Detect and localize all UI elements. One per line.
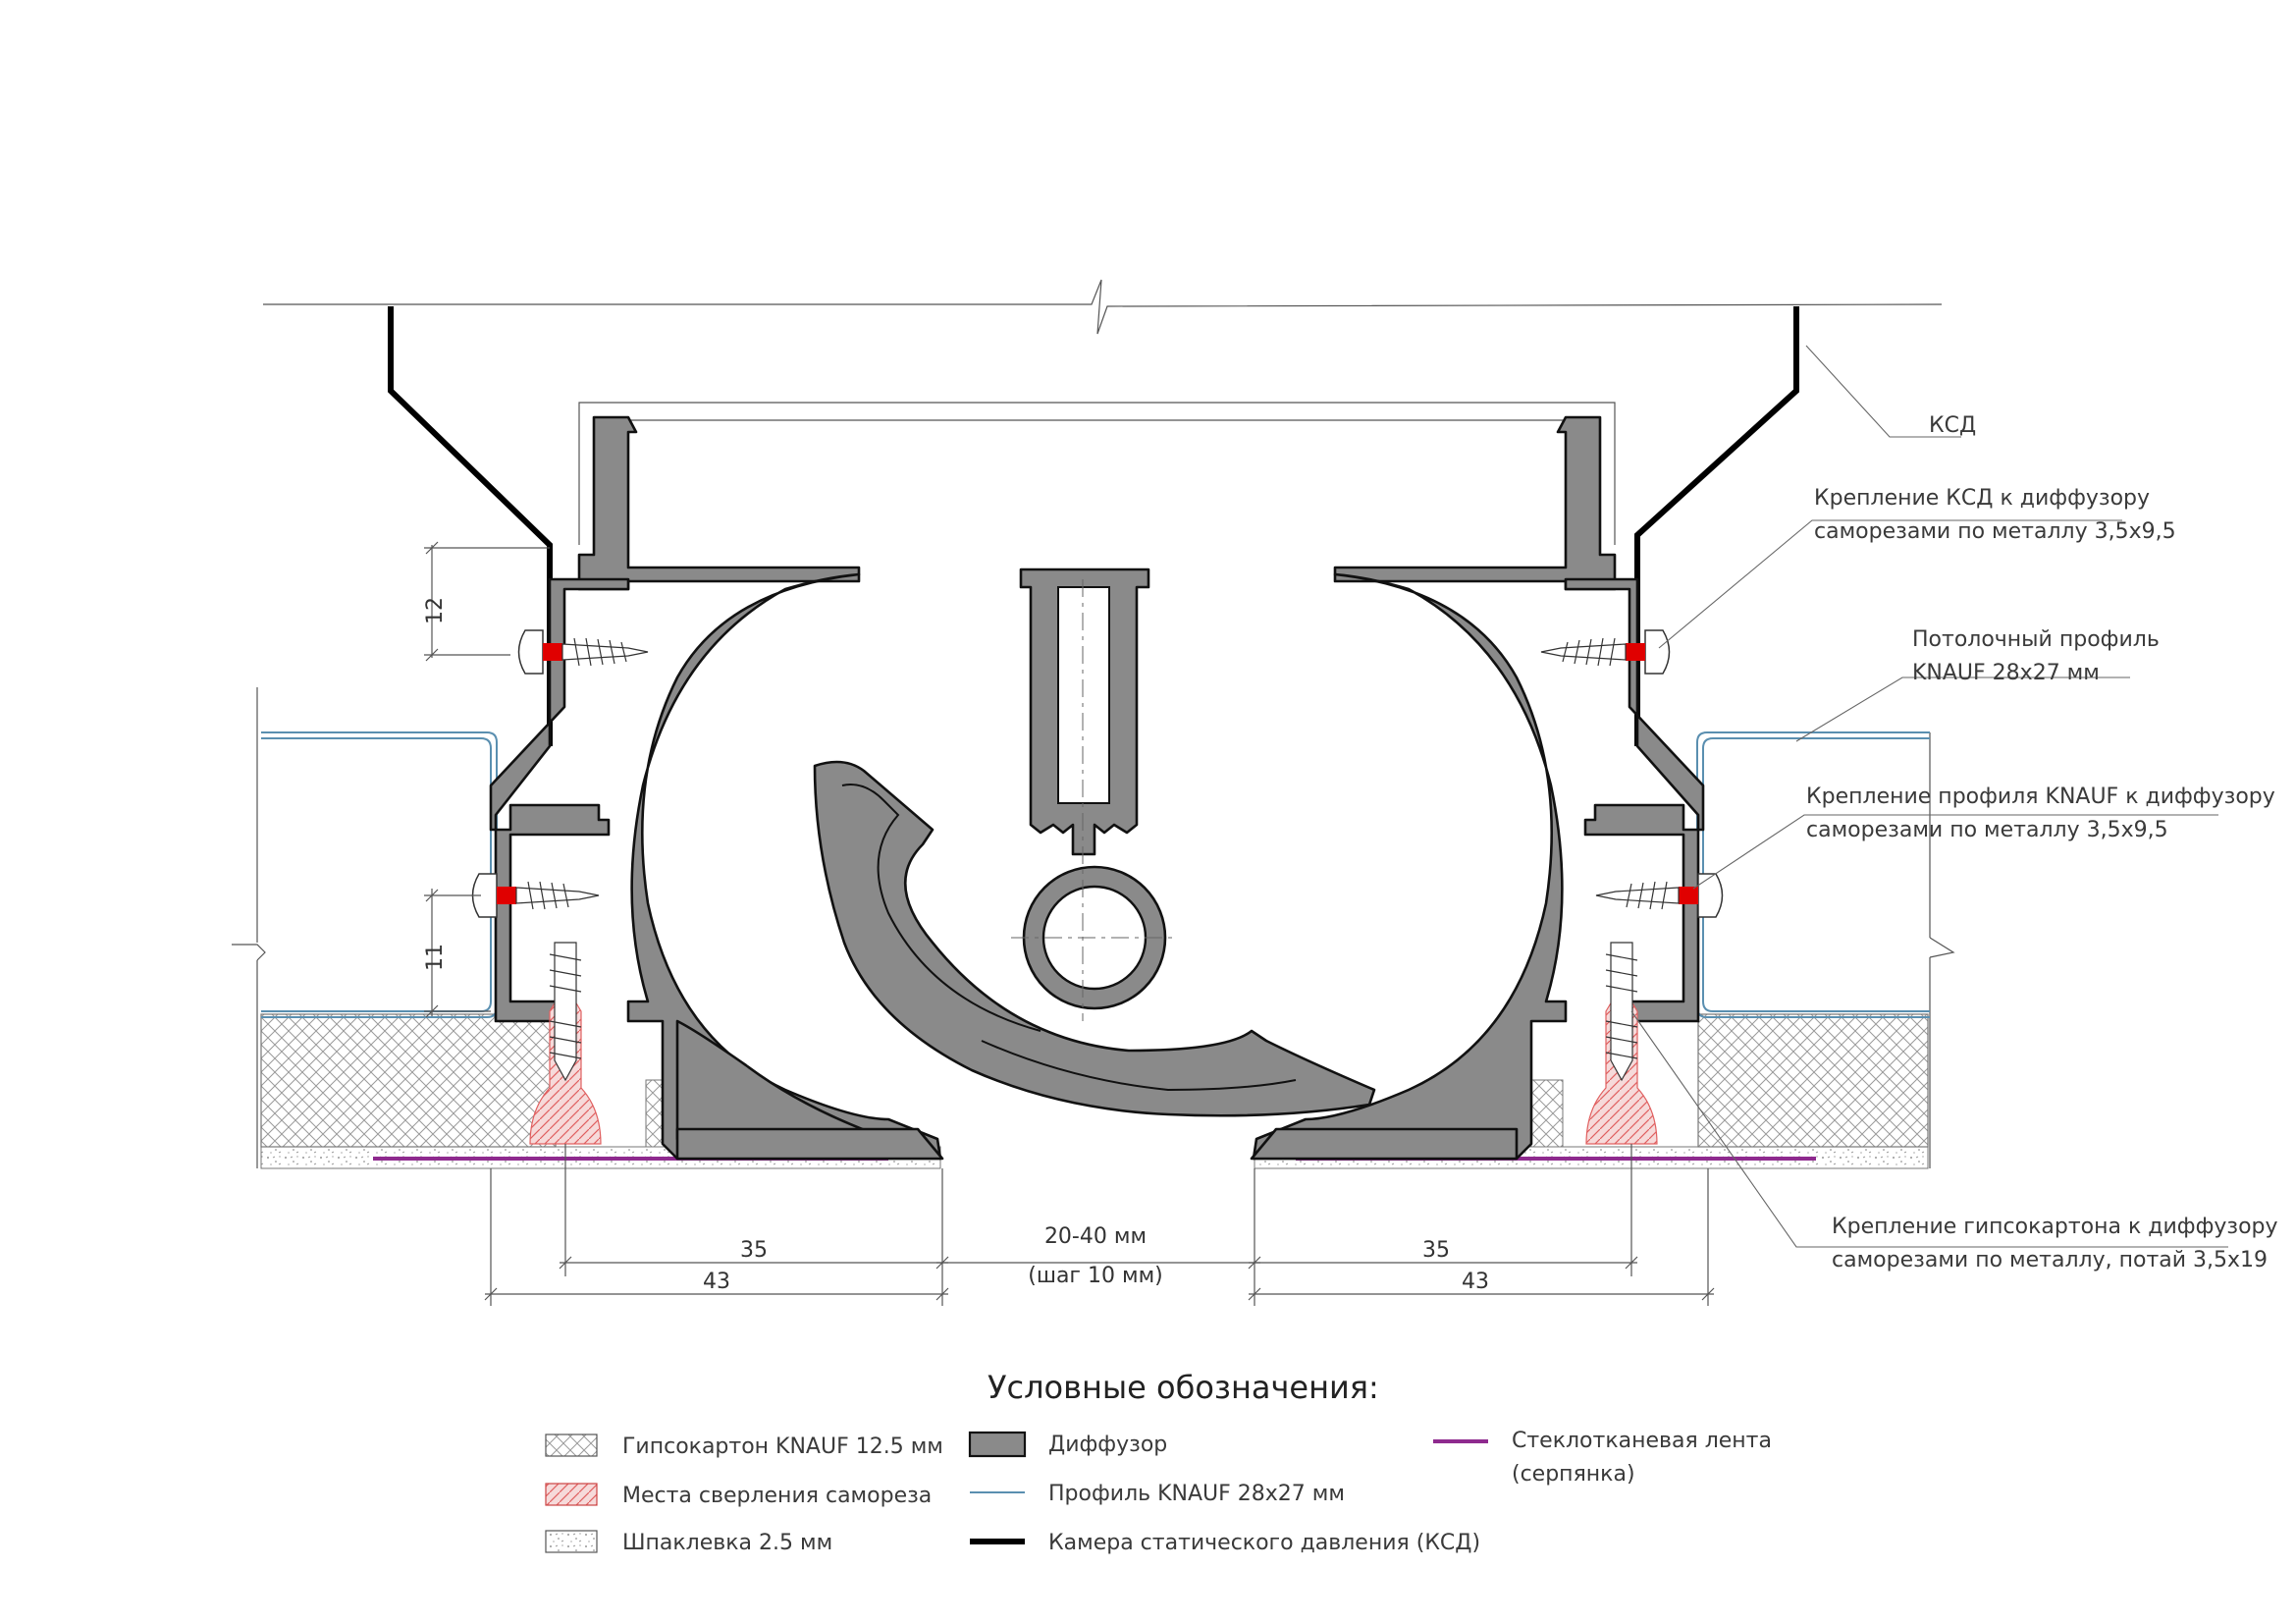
label-ceiling-profile-spec: KNAUF 28х27 мм (1912, 661, 2100, 685)
center-axes (1011, 579, 1178, 1021)
leader-lines (1630, 345, 2228, 1248)
legend-putty-label: Шпаклевка 2.5 мм (622, 1531, 832, 1555)
label-ksd-fastening-spec: саморезами по металлу 3,5х9,5 (1814, 519, 2176, 544)
screw-ksd-left (517, 629, 649, 675)
gypsum-board-left (260, 1013, 678, 1148)
label-ksd-fastening: Крепление КСД к диффузору (1814, 486, 2150, 511)
legend-gkl-label: Гипсокартон KNAUF 12.5 мм (622, 1434, 943, 1459)
legend-putty-swatch (545, 1530, 598, 1553)
legend-ksd-label: Камера статического давления (КСД) (1048, 1531, 1480, 1555)
legend-gkl-swatch (545, 1434, 598, 1457)
dim-left-43: 43 (703, 1270, 730, 1294)
legend-title: Условные обозначения: (988, 1369, 1379, 1406)
dim-left-35: 35 (740, 1238, 768, 1263)
dim-11: 11 (423, 944, 448, 971)
legend-knauf-label: Профиль KNAUF 28х27 мм (1048, 1482, 1345, 1506)
screw-profile-left (471, 873, 600, 918)
screw-profile-right (1595, 873, 1724, 918)
diffuser-outline-thin (578, 402, 1616, 565)
legend-diffuser-swatch (968, 1431, 1027, 1458)
screw-gkl-right (1585, 942, 1658, 1145)
screw-ksd-right (1540, 629, 1671, 675)
label-profile-fastening: Крепление профиля KNAUF к диффузору (1806, 784, 2275, 809)
dim-right-35: 35 (1422, 1238, 1450, 1263)
label-ksd: КСД (1929, 413, 1976, 438)
screw-gkl-left (529, 942, 602, 1145)
diffuser-body (489, 415, 1705, 1161)
legend-diffuser-label: Диффузор (1048, 1433, 1167, 1457)
ceiling-line (263, 279, 1943, 335)
legend-drill-label: Места сверления самореза (622, 1484, 932, 1508)
dim-gap: 20-40 мм (1044, 1224, 1147, 1249)
label-profile-fastening-spec: саморезами по металлу 3,5х9,5 (1806, 818, 2168, 842)
gypsum-board-right (1530, 1013, 1929, 1148)
dimension-lines (424, 541, 1715, 1306)
dim-12: 12 (423, 597, 448, 624)
dim-right-43: 43 (1462, 1270, 1489, 1294)
label-ceiling-profile: Потолочный профиль (1912, 627, 2160, 652)
legend-serpyanka-label: Стеклотканевая лента (1512, 1429, 1772, 1453)
legend-serpyanka-label-2: (серпянка) (1512, 1462, 1635, 1487)
dim-gap-step: (шаг 10 мм) (1028, 1264, 1163, 1288)
legend-drill-swatch (545, 1483, 598, 1506)
legend: Условные обозначения: Гипсокартон KNAUF … (545, 1369, 1772, 1555)
label-gkl-fastening: Крепление гипсокартона к диффузору (1832, 1215, 2278, 1239)
label-gkl-fastening-spec: саморезами по металлу, потай 3,5х19 (1832, 1248, 2268, 1272)
